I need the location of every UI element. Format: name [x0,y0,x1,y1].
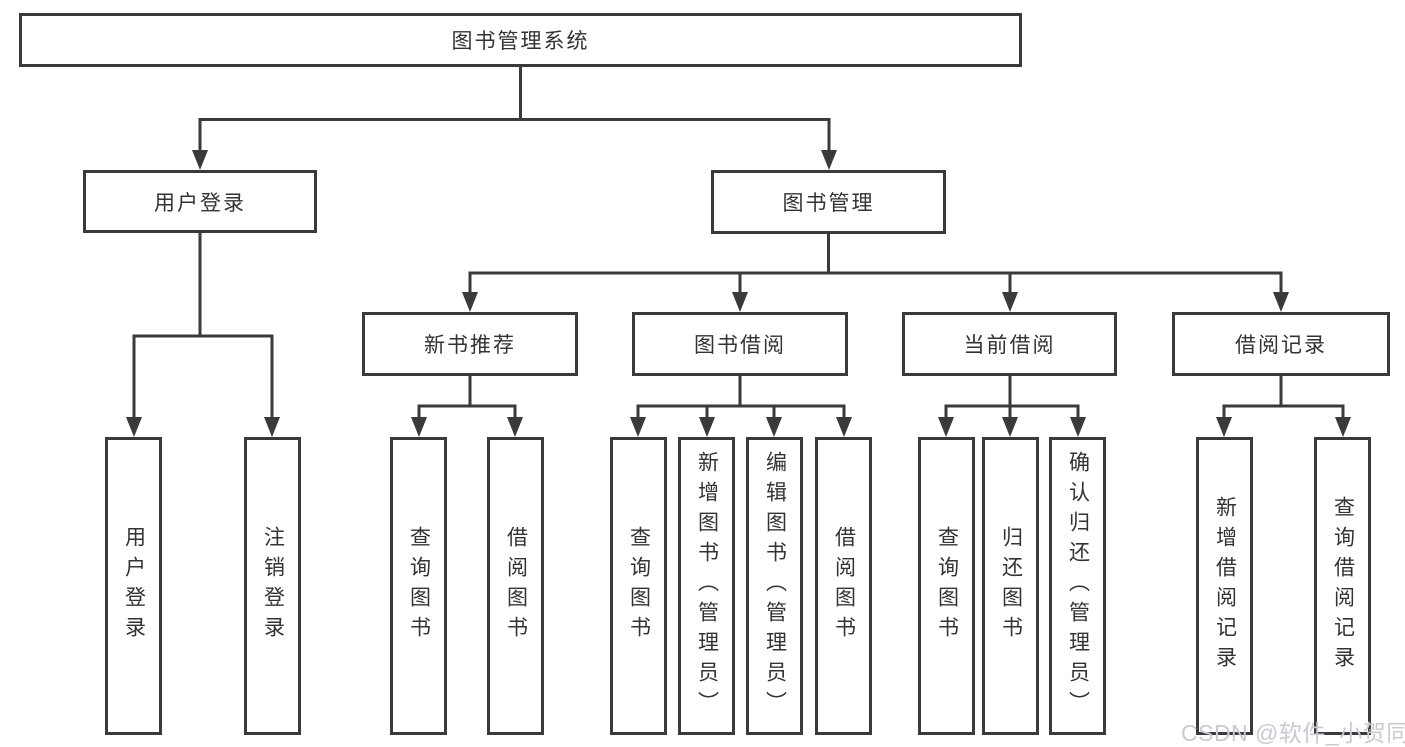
node-user-login: 用户登录 [83,170,317,233]
leaf-label: 借阅图书 [832,526,856,646]
node-label: 图书管理系统 [451,30,590,53]
leaf-add-borrow-record: 新增借阅记录 [1196,437,1253,735]
leaf-label: 查询图书 [935,526,959,646]
leaf-query-borrow-record: 查询借阅记录 [1314,437,1371,735]
leaf-label: 确认归还（管理员） [1066,451,1090,721]
leaf-label: 新增借阅记录 [1213,496,1237,676]
leaf-recommend-borrow-books: 借阅图书 [487,437,544,735]
leaf-label: 查询图书 [627,526,651,646]
watermark: CSDN @软件_小贺同学 [1181,720,1405,746]
leaf-user-login: 用户登录 [105,437,162,735]
leaf-return-books: 归还图书 [982,437,1039,735]
leaf-label: 查询借阅记录 [1331,496,1355,676]
leaf-label: 查询图书 [407,526,431,646]
leaf-label: 借阅图书 [504,526,528,646]
leaf-current-query-books: 查询图书 [918,437,975,735]
node-label: 图书管理 [782,192,875,215]
node-new-book-recommend: 新书推荐 [362,312,578,376]
leaf-label: 编辑图书（管理员） [763,451,787,721]
node-label: 借阅记录 [1235,334,1327,357]
node-root-system: 图书管理系统 [19,13,1022,67]
node-current-borrowing: 当前借阅 [902,312,1117,376]
leaf-label: 归还图书 [999,526,1023,646]
leaf-edit-book-admin: 编辑图书（管理员） [746,437,803,735]
node-label: 图书借阅 [694,334,786,357]
node-borrowing-records: 借阅记录 [1172,312,1390,376]
leaf-recommend-query-books: 查询图书 [390,437,447,735]
leaf-borrowing-borrow-books: 借阅图书 [815,437,872,735]
leaf-label: 注销登录 [261,526,285,646]
leaf-label: 用户登录 [122,526,146,646]
node-label: 新书推荐 [424,334,516,357]
leaf-confirm-return-admin: 确认归还（管理员） [1049,437,1106,735]
node-label: 当前借阅 [963,334,1056,357]
leaf-borrowing-query-books: 查询图书 [610,437,667,735]
leaf-add-book-admin: 新增图书（管理员） [678,437,735,735]
node-book-management: 图书管理 [711,170,946,234]
leaf-label: 新增图书（管理员） [695,451,719,721]
leaf-logout-login: 注销登录 [244,437,301,735]
node-book-borrowing: 图书借阅 [632,312,848,376]
node-label: 用户登录 [154,191,246,215]
